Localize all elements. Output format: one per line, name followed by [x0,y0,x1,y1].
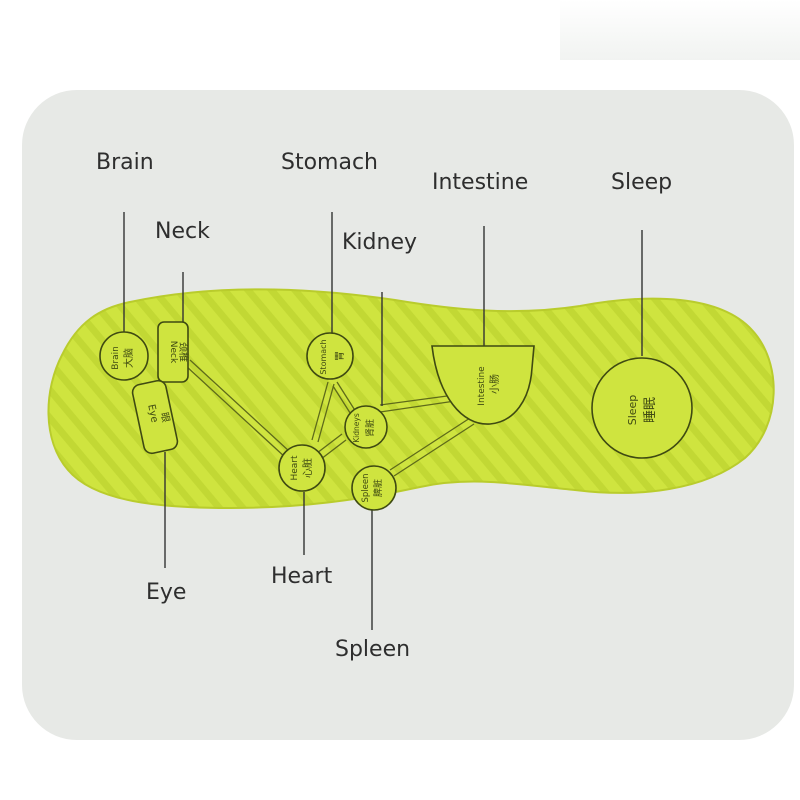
label-eye: Eye [146,580,187,605]
zone-heart-en: Heart [290,455,300,481]
zone-stomach [306,332,354,380]
zone-intestine-en: Intestine [477,366,487,406]
zone-kidney [344,405,388,449]
label-spleen: Spleen [335,637,411,662]
zone-heart [278,444,326,492]
zone-heart-zh: 心脏 [301,458,314,478]
zone-brain-en: Brain [111,346,121,370]
zone-neck-zh: 颈椎 [177,342,190,362]
zone-sleep [591,357,693,459]
label-neck: Neck [155,219,210,244]
corner-highlight [560,0,800,60]
zone-sleep-zh: 睡眠 [643,397,658,423]
label-brain: Brain [96,150,154,175]
zone-stomach-en: Stomach [319,339,328,374]
label-intestine: Intestine [432,170,529,195]
insole-shape [47,288,775,510]
zone-eye-en: Eye [145,403,160,423]
zone-intestine [431,345,535,425]
label-sleep: Sleep [611,170,673,195]
zone-spleen [351,465,397,511]
zone-neck [157,321,189,383]
label-stomach: Stomach [281,150,379,175]
label-kidney: Kidney [342,230,418,255]
zone-spleen-en: Spleen [361,474,371,503]
zone-sleep-en: Sleep [626,395,639,426]
zone-stomach-zh: 胃 [334,351,346,361]
leader-lines [123,212,643,630]
zone-neck-en: Neck [168,341,178,364]
zone-brain-zh: 大脑 [122,348,135,368]
zone-eye [131,379,179,455]
label-heart: Heart [271,564,333,589]
zone-spleen-zh: 脾脏 [372,479,384,497]
zone-intestine-zh: 小肠 [489,374,501,394]
zone-brain [99,331,149,381]
zone-kidney-zh: 肾脏 [364,419,376,437]
zone-eye-zh: 眼 [158,411,172,423]
zone-kidney-en: Kidneys [352,413,361,443]
